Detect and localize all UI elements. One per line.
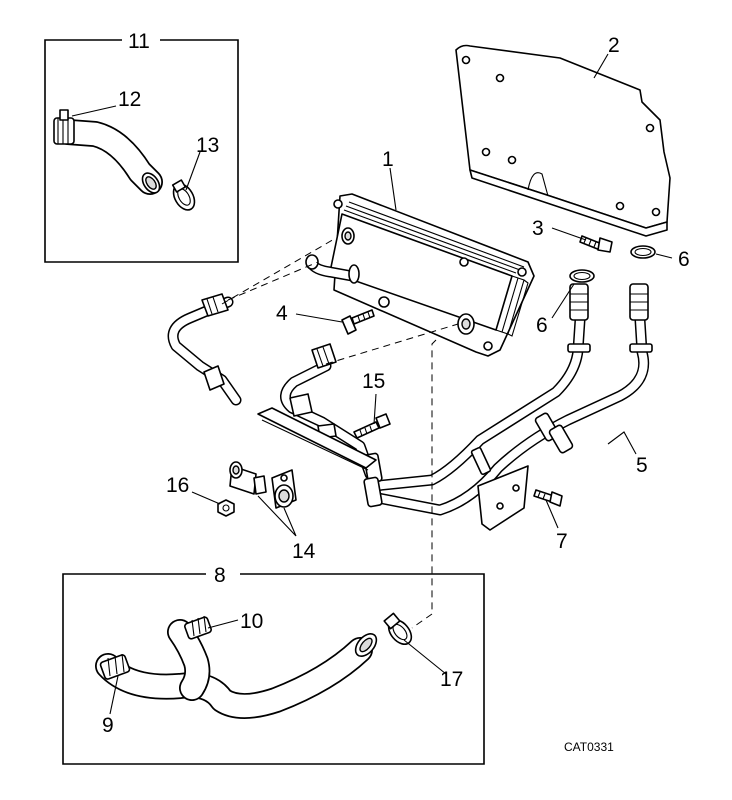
bolt-part-7	[533, 489, 563, 507]
callout-labels: 1 2 3 4 5 6 6 7 8 9 10 11 12 13 14 15 16…	[102, 30, 690, 754]
hose-part-12	[55, 119, 163, 195]
callout-9: 9	[102, 714, 114, 737]
drawing-code: CAT0331	[564, 740, 614, 754]
callout-14: 14	[292, 540, 316, 563]
bolt-part-4	[341, 309, 375, 335]
hose-clip-part-10	[184, 615, 212, 640]
callout-11: 11	[128, 30, 150, 53]
coolant-hose-part-8	[95, 619, 378, 719]
inset-box-8	[62, 573, 485, 765]
hose-clip-part-17	[383, 612, 413, 645]
callout-leaders	[71, 53, 673, 715]
assembly-guide-lines	[221, 237, 459, 629]
o-ring-part-6-left	[569, 269, 595, 283]
callout-6-left: 6	[536, 314, 548, 337]
callout-7: 7	[556, 530, 568, 553]
nut-part-16	[217, 499, 235, 517]
o-ring-part-6-right	[630, 245, 656, 259]
callout-12: 12	[118, 88, 141, 111]
bolt-part-3	[579, 235, 613, 253]
callout-1: 1	[382, 148, 394, 171]
left-engine-pipe	[167, 293, 242, 406]
hose-clip-12	[53, 109, 75, 145]
adapter-part-14-left	[229, 461, 267, 495]
inset-box-11	[44, 39, 239, 263]
callout-2: 2	[608, 34, 620, 57]
oil-cooler-pipes-part-5	[257, 283, 653, 531]
callout-5: 5	[636, 454, 648, 477]
callout-4: 4	[276, 302, 288, 325]
mounting-bracket-part-2	[455, 44, 671, 237]
callout-10: 10	[240, 610, 263, 633]
hose-clip-13	[171, 179, 196, 211]
callout-17: 17	[440, 668, 463, 691]
hose-clip-part-9	[99, 653, 131, 680]
bolt-part-15	[353, 413, 391, 439]
callout-6-right: 6	[678, 248, 690, 271]
callout-3: 3	[532, 217, 544, 240]
callout-13: 13	[196, 134, 219, 157]
callout-8: 8	[214, 564, 226, 587]
adapter-part-14-right	[271, 469, 297, 509]
callout-16: 16	[166, 474, 189, 497]
oil-cooler-part-1	[329, 193, 535, 357]
callout-15: 15	[362, 370, 385, 393]
